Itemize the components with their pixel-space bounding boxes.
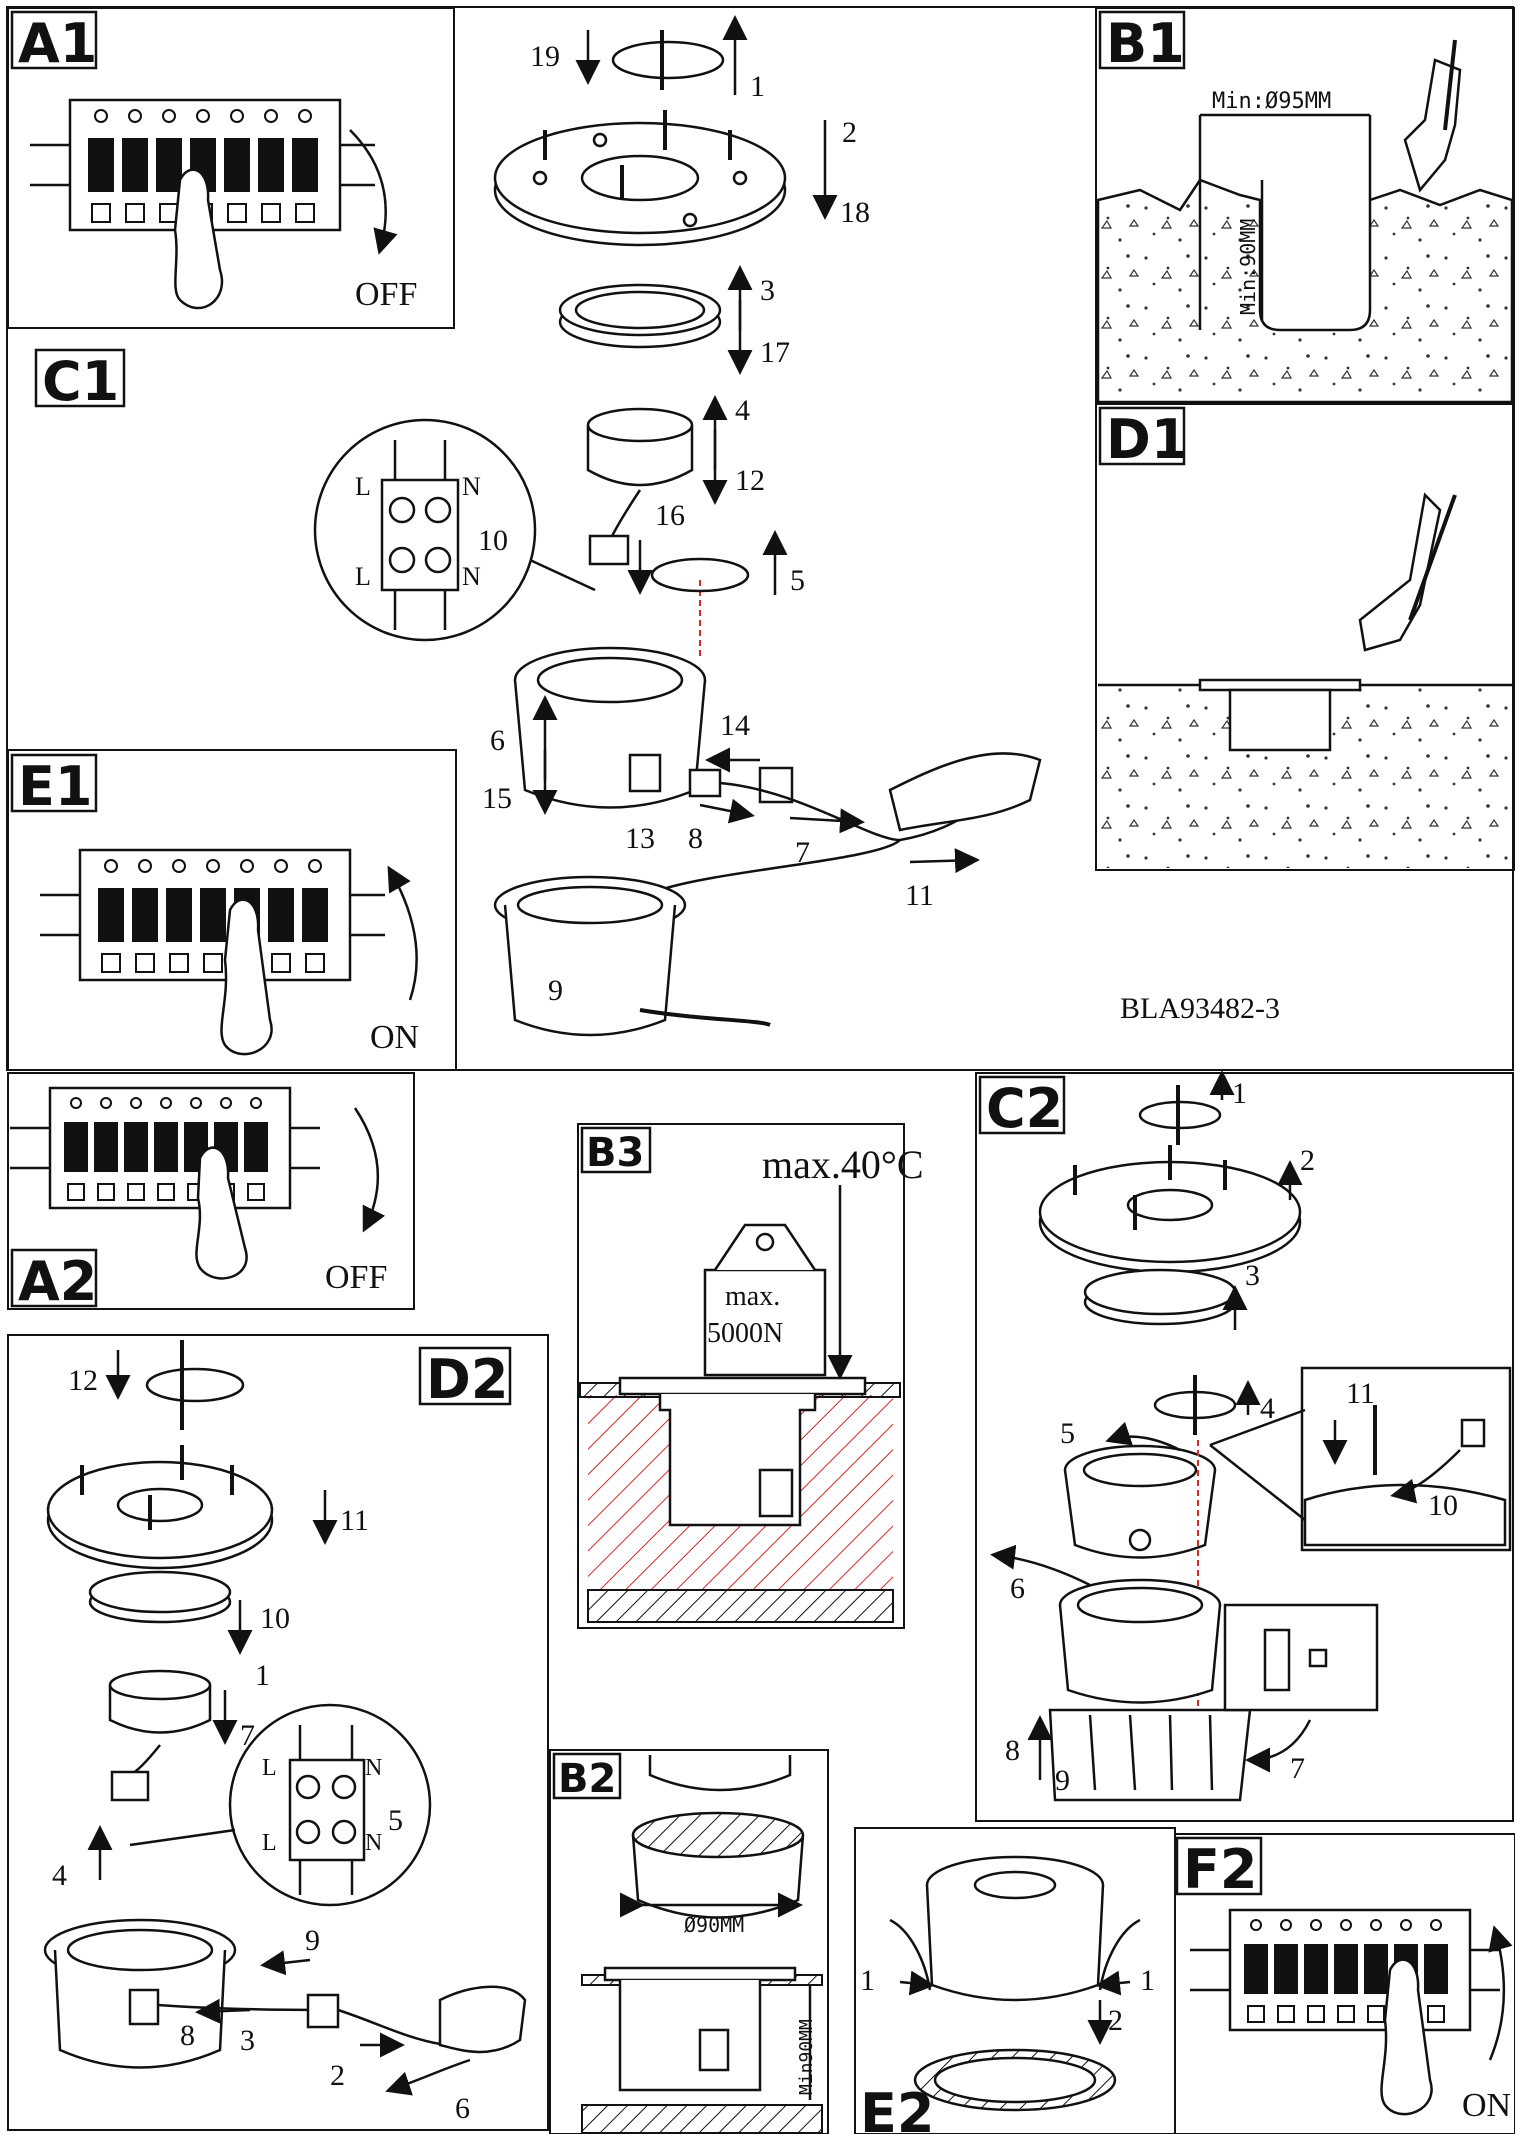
panel-label-c1: C1	[42, 350, 119, 413]
hole-illustration-b1	[1096, 39, 1514, 404]
panel-e1-frame	[7, 749, 457, 1071]
c1-step-14: 14	[720, 709, 750, 742]
panel-label-c2: C2	[986, 1077, 1063, 1140]
c1-step-17: 17	[760, 336, 790, 369]
c1-step-11: 11	[905, 879, 934, 912]
e2-step-2: 2	[1108, 2004, 1123, 2037]
d2-step-2: 2	[330, 2059, 345, 2092]
panel-label-d1: D1	[1106, 408, 1188, 471]
panel-label-d2: D2	[426, 1348, 508, 1411]
c1-step-9: 9	[548, 974, 563, 1007]
b1-diameter-label: Min:Ø95MM	[1212, 89, 1331, 114]
panel-label-b3: B3	[586, 1130, 644, 1176]
b3-load-line2: 5000N	[707, 1318, 783, 1349]
d2-terminal-n-bottom: N	[365, 1830, 382, 1856]
c2-step-11: 11	[1346, 1377, 1375, 1410]
c1-step-8: 8	[688, 822, 703, 855]
d2-step-3: 3	[240, 2024, 255, 2057]
e1-state-label: ON	[370, 1019, 419, 1056]
e2-step-1-right: 1	[1140, 1964, 1155, 1997]
d2-step-9: 9	[305, 1924, 320, 1957]
b2-diameter-label: Ø90MM	[684, 1913, 744, 1937]
panel-label-e1: E1	[18, 755, 92, 818]
c2-step-1: 1	[1232, 1077, 1247, 1110]
breaker-panel-a1	[30, 98, 398, 310]
core-drill-illustration-b2	[581, 1755, 823, 2134]
b3-temperature-label: max.40°C	[762, 1142, 924, 1187]
c2-step-8: 8	[1005, 1734, 1020, 1767]
panel-label-b2: B2	[558, 1756, 616, 1802]
c1-step-6: 6	[490, 724, 505, 757]
breaker-panel-a2	[10, 1086, 386, 1280]
reassembly-d2	[43, 1340, 527, 2096]
c2-step-5: 5	[1060, 1417, 1075, 1450]
b3-load-line1: max.	[725, 1281, 780, 1312]
c1-step-2: 2	[842, 116, 857, 149]
panel-b2-frame	[549, 1749, 829, 2134]
panel-label-a1: A1	[18, 12, 97, 75]
c2-step-3: 3	[1245, 1259, 1260, 1292]
c1-step-3: 3	[760, 274, 775, 307]
c2-step-9: 9	[1055, 1764, 1070, 1797]
panel-d2-frame	[7, 1334, 549, 2131]
c1-step-5: 5	[790, 564, 805, 597]
c1-step-4: 4	[735, 394, 750, 427]
d2-terminal-l-bottom: L	[262, 1830, 277, 1856]
c1-terminal-l-bottom: L	[355, 562, 371, 591]
panel-d1-frame	[1095, 403, 1515, 871]
c1-step-7: 7	[795, 836, 810, 869]
breaker-panel-e1	[40, 848, 418, 1056]
panel-a1-frame	[7, 7, 455, 329]
panel-b3-frame	[577, 1123, 905, 1629]
b1-depth-label: Min:90MM	[1236, 219, 1260, 315]
d2-step-7: 7	[240, 1719, 255, 1752]
c2-step-2: 2	[1300, 1144, 1315, 1177]
c1-step-19: 19	[530, 40, 560, 73]
c1-step-12: 12	[735, 464, 765, 497]
c1-step-13: 13	[625, 822, 655, 855]
c1-step-18: 18	[840, 196, 870, 229]
d2-step-5: 5	[388, 1804, 403, 1837]
d2-step-6: 6	[455, 2092, 470, 2125]
d2-step-4: 4	[52, 1859, 67, 1892]
c2-step-6: 6	[1010, 1572, 1025, 1605]
panel-label-a2: A2	[18, 1250, 97, 1313]
model-code: BLA93482-3	[1120, 992, 1280, 1025]
d2-step-8: 8	[180, 2019, 195, 2052]
panel-label-b1: B1	[1106, 12, 1185, 75]
c2-step-4: 4	[1260, 1392, 1275, 1425]
a1-state-label: OFF	[355, 276, 417, 313]
a2-state-label: OFF	[325, 1259, 387, 1296]
panel-c2-frame	[975, 1072, 1514, 1822]
breaker-panel-f2	[1190, 1908, 1513, 2116]
e2-step-1-left: 1	[860, 1964, 875, 1997]
lift-out-e2	[889, 1855, 1141, 2112]
disassembly-c2	[990, 1070, 1512, 1802]
c1-terminal-n-top: N	[462, 472, 481, 501]
d2-step-1: 1	[255, 1659, 270, 1692]
d2-step-10: 10	[260, 1602, 290, 1635]
panel-a2-frame	[7, 1072, 415, 1310]
c2-step-10: 10	[1428, 1489, 1458, 1522]
d2-step-11: 11	[340, 1504, 369, 1537]
b2-depth-label: Min90MM	[796, 2019, 817, 2095]
c1-step-10: 10	[478, 524, 508, 557]
d2-terminal-l-top: L	[262, 1755, 277, 1781]
c2-step-7: 7	[1290, 1752, 1305, 1785]
f2-state-label: ON	[1462, 2087, 1511, 2124]
c1-step-15: 15	[482, 782, 512, 815]
c1-step-16: 16	[655, 499, 685, 532]
c1-terminal-l-top: L	[355, 472, 371, 501]
c1-terminal-n-bottom: N	[462, 562, 481, 591]
panel-label-f2: F2	[1183, 1838, 1257, 1901]
d2-step-12: 12	[68, 1364, 98, 1397]
load-illustration-b3	[579, 1185, 901, 1623]
d2-terminal-n-top: N	[365, 1755, 382, 1781]
c1-step-1: 1	[750, 70, 765, 103]
panel-f2-frame	[1174, 1833, 1515, 2134]
exploded-assembly-c1	[313, 15, 1042, 1037]
housing-placed-d1	[1098, 492, 1512, 868]
